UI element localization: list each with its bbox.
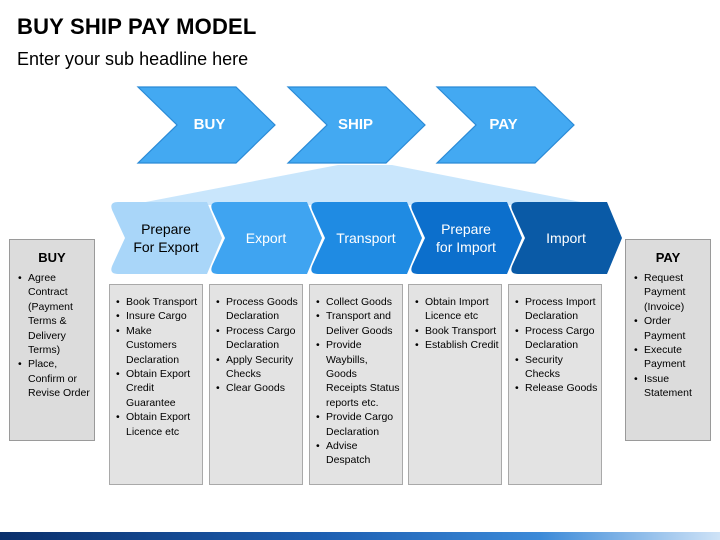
list-item: Clear Goods bbox=[210, 381, 302, 396]
export-chevron[interactable] bbox=[211, 202, 322, 274]
buy-details-box: BUY Agree Contract (Payment Terms & Deli… bbox=[9, 239, 95, 441]
prepare-for-export-label: Prepare For Export bbox=[125, 202, 207, 274]
list-item: Book Transport bbox=[409, 324, 501, 339]
list-item: Provide Waybills, Goods Receipts Status … bbox=[310, 338, 402, 410]
export-label: Export bbox=[245, 230, 287, 246]
list-item: Establish Credit bbox=[409, 338, 501, 353]
list-item: Obtain Export Licence etc bbox=[110, 410, 202, 439]
list-item: Process Cargo Declaration bbox=[509, 324, 601, 353]
list-item: Collect Goods bbox=[310, 295, 402, 310]
list-item: Book Transport bbox=[110, 295, 202, 310]
import-label: Import bbox=[546, 230, 586, 246]
label-line: for Import bbox=[436, 239, 496, 255]
page-subtitle: Enter your sub headline here bbox=[17, 49, 249, 69]
list-item: Transport and Deliver Goods bbox=[310, 309, 402, 338]
pay-items-list: Request Payment (Invoice) Order Payment … bbox=[626, 271, 710, 401]
label-line: For Export bbox=[133, 239, 199, 255]
list-item: Obtain Export Credit Guarantee bbox=[110, 367, 202, 410]
list-item: Execute Payment bbox=[626, 343, 710, 372]
list-item: Process Cargo Declaration bbox=[210, 324, 302, 353]
list-item: Make Customers Declaration bbox=[110, 324, 202, 367]
import-details: Process Import Declaration Process Cargo… bbox=[508, 284, 602, 485]
list-item: Security Checks bbox=[509, 353, 601, 382]
detail-list: Collect Goods Transport and Deliver Good… bbox=[310, 295, 402, 468]
page-title: BUY SHIP PAY MODEL bbox=[17, 14, 257, 39]
buy-step-label: BUY bbox=[193, 116, 226, 133]
prepare-for-export-details: Book Transport Insure Cargo Make Custome… bbox=[109, 284, 203, 485]
prepare-for-import-label: Prepare for Import bbox=[425, 202, 507, 274]
list-item: Process Goods Declaration bbox=[210, 295, 302, 324]
list-item: Process Import Declaration bbox=[509, 295, 601, 324]
pay-step-label: PAY bbox=[489, 116, 518, 133]
import-chevron[interactable] bbox=[511, 202, 622, 274]
prepare-for-import-chevron[interactable] bbox=[411, 202, 522, 274]
transport-label: Transport bbox=[336, 230, 396, 246]
buy-items-list: Agree Contract (Payment Terms & Delivery… bbox=[10, 271, 94, 401]
pay-details-box: PAY Request Payment (Invoice) Order Paym… bbox=[625, 239, 711, 441]
list-item: Provide Cargo Declaration bbox=[310, 410, 402, 439]
list-item: Place, Confirm or Revise Order bbox=[10, 357, 94, 400]
list-item: Agree Contract (Payment Terms & Delivery… bbox=[10, 271, 94, 357]
list-item: Request Payment (Invoice) bbox=[626, 271, 710, 314]
list-item: Advise Despatch bbox=[310, 439, 402, 468]
prepare-for-export-chevron[interactable] bbox=[111, 202, 222, 274]
list-item: Order Payment bbox=[626, 314, 710, 343]
list-item: Insure Cargo bbox=[110, 309, 202, 324]
detail-list: Book Transport Insure Cargo Make Custome… bbox=[110, 295, 202, 439]
label-line: Prepare bbox=[141, 221, 191, 237]
prepare-for-import-details: Obtain Import Licence etc Book Transport… bbox=[408, 284, 502, 485]
list-item: Apply Security Checks bbox=[210, 353, 302, 382]
detail-list: Process Goods Declaration Process Cargo … bbox=[210, 295, 302, 396]
transport-chevron[interactable] bbox=[311, 202, 422, 274]
list-item: Release Goods bbox=[509, 381, 601, 396]
export-details: Process Goods Declaration Process Cargo … bbox=[209, 284, 303, 485]
ship-expansion-fan bbox=[130, 165, 596, 205]
detail-list: Process Import Declaration Process Cargo… bbox=[509, 295, 601, 396]
buy-chevron[interactable] bbox=[136, 86, 276, 164]
label-line: Prepare bbox=[441, 221, 491, 237]
pay-box-title: PAY bbox=[655, 250, 681, 265]
transport-details: Collect Goods Transport and Deliver Good… bbox=[309, 284, 403, 485]
pay-chevron[interactable] bbox=[435, 86, 575, 164]
list-item: Issue Statement bbox=[626, 372, 710, 401]
ship-chevron[interactable] bbox=[286, 86, 426, 164]
buy-box-title: BUY bbox=[38, 250, 66, 265]
detail-list: Obtain Import Licence etc Book Transport… bbox=[409, 295, 501, 353]
footer-gradient-bar bbox=[0, 532, 720, 540]
list-item: Obtain Import Licence etc bbox=[409, 295, 501, 324]
ship-step-label: SHIP bbox=[337, 116, 373, 133]
